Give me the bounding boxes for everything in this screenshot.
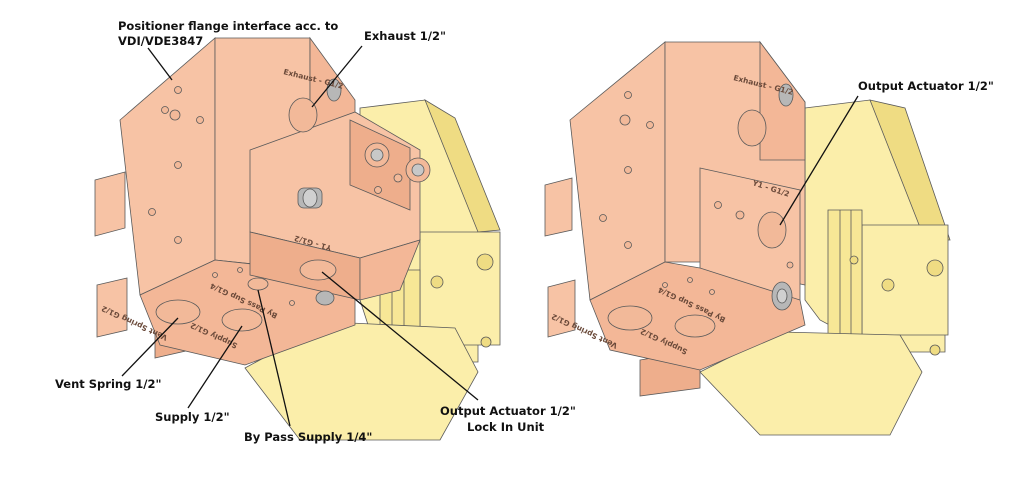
left-hole-icon (289, 300, 295, 306)
right-hole-icon (786, 261, 794, 269)
right-hole-icon (687, 277, 693, 283)
right-hole-icon (646, 121, 654, 129)
left-hole-icon (148, 208, 156, 216)
callout-bypass-supply: By Pass Supply 1/4" (244, 430, 372, 444)
right-flange-tab (547, 279, 576, 338)
right-exhaust-port-icon (737, 109, 767, 147)
right-hole-icon (624, 91, 632, 99)
leader-bypass-supply (257, 289, 291, 427)
callout-positioner-flange-line1: Positioner flange interface acc. to (118, 19, 338, 33)
callout-positioner-flange-line2: VDI/VDE3847 (118, 34, 203, 48)
right-valve-block (804, 99, 951, 356)
right-hole-icon (709, 289, 715, 295)
left-port-bolt-icon (370, 148, 384, 162)
right-hole-icon (624, 241, 632, 249)
right-hole-icon (599, 214, 607, 222)
right-output-fitting (771, 281, 793, 311)
callout-output-actuator-line1: Output Actuator 1/2" (440, 404, 576, 418)
left-block-front-face (119, 37, 216, 296)
left-bypass-port-icon (247, 277, 269, 291)
right-hole-icon (662, 282, 668, 288)
left-hole-icon (237, 267, 243, 273)
right-block-front-face (569, 41, 666, 301)
leader-exhaust (311, 45, 363, 108)
callout-right-output-actuator: Output Actuator 1/2" (858, 79, 994, 93)
left-hole-icon (161, 106, 169, 114)
leader-right-output-actuator (779, 95, 859, 226)
left-flange-tab (94, 171, 126, 237)
right-valve-screw-icon (929, 344, 941, 356)
right-hole-icon (735, 210, 745, 220)
callout-exhaust: Exhaust 1/2" (364, 29, 446, 43)
left-valve-screw-icon (430, 275, 444, 289)
leader-output-actuator-lock-in (321, 271, 479, 401)
left-bottom-fitting (315, 290, 335, 306)
callout-vent-spring: Vent Spring 1/2" (55, 377, 162, 391)
right-hole-icon (619, 114, 631, 126)
callout-supply: Supply 1/2" (155, 410, 230, 424)
right-supply-port-icon (674, 314, 716, 338)
left-supply-port-icon (221, 308, 263, 332)
left-port-bolt-icon (411, 163, 425, 177)
left-valve-screw-icon (480, 336, 492, 348)
left-hole-icon (196, 116, 204, 124)
leader-supply (187, 325, 243, 409)
left-small-hole-icon (393, 173, 403, 183)
left-valve-screw-icon (476, 253, 494, 271)
left-vent-spring-port-icon (155, 299, 201, 325)
left-hole-icon (174, 236, 182, 244)
left-exhaust-port-icon (288, 97, 318, 133)
left-lock-in-unit-corner (359, 239, 421, 301)
left-hole-icon (169, 109, 181, 121)
right-output-port-icon (757, 211, 787, 249)
leader-positioner-flange (147, 47, 173, 81)
left-hole-icon (212, 272, 218, 278)
right-hole-icon (624, 166, 632, 174)
left-flange-tab (96, 277, 128, 338)
right-valve-screw-icon (849, 255, 859, 265)
right-valve-screw-icon (926, 259, 944, 277)
left-hole-icon (174, 161, 182, 169)
right-exhaust-fitting (778, 83, 794, 107)
left-hole-icon (174, 86, 182, 94)
left-small-hole-icon (374, 186, 382, 194)
callout-output-actuator-line2: Lock In Unit (467, 420, 545, 434)
left-plug-fitting (297, 187, 323, 209)
left-output-port-icon (299, 259, 337, 281)
right-assembly: Exhaust - G1/2 Y1 - G1/2 Vent Spring G1/… (544, 40, 951, 436)
right-valve-screw-icon (881, 278, 895, 292)
right-hole-icon (714, 201, 722, 209)
right-flange-tab (544, 177, 573, 237)
right-vent-spring-port-icon (607, 305, 653, 331)
leader-vent-spring (121, 317, 179, 377)
